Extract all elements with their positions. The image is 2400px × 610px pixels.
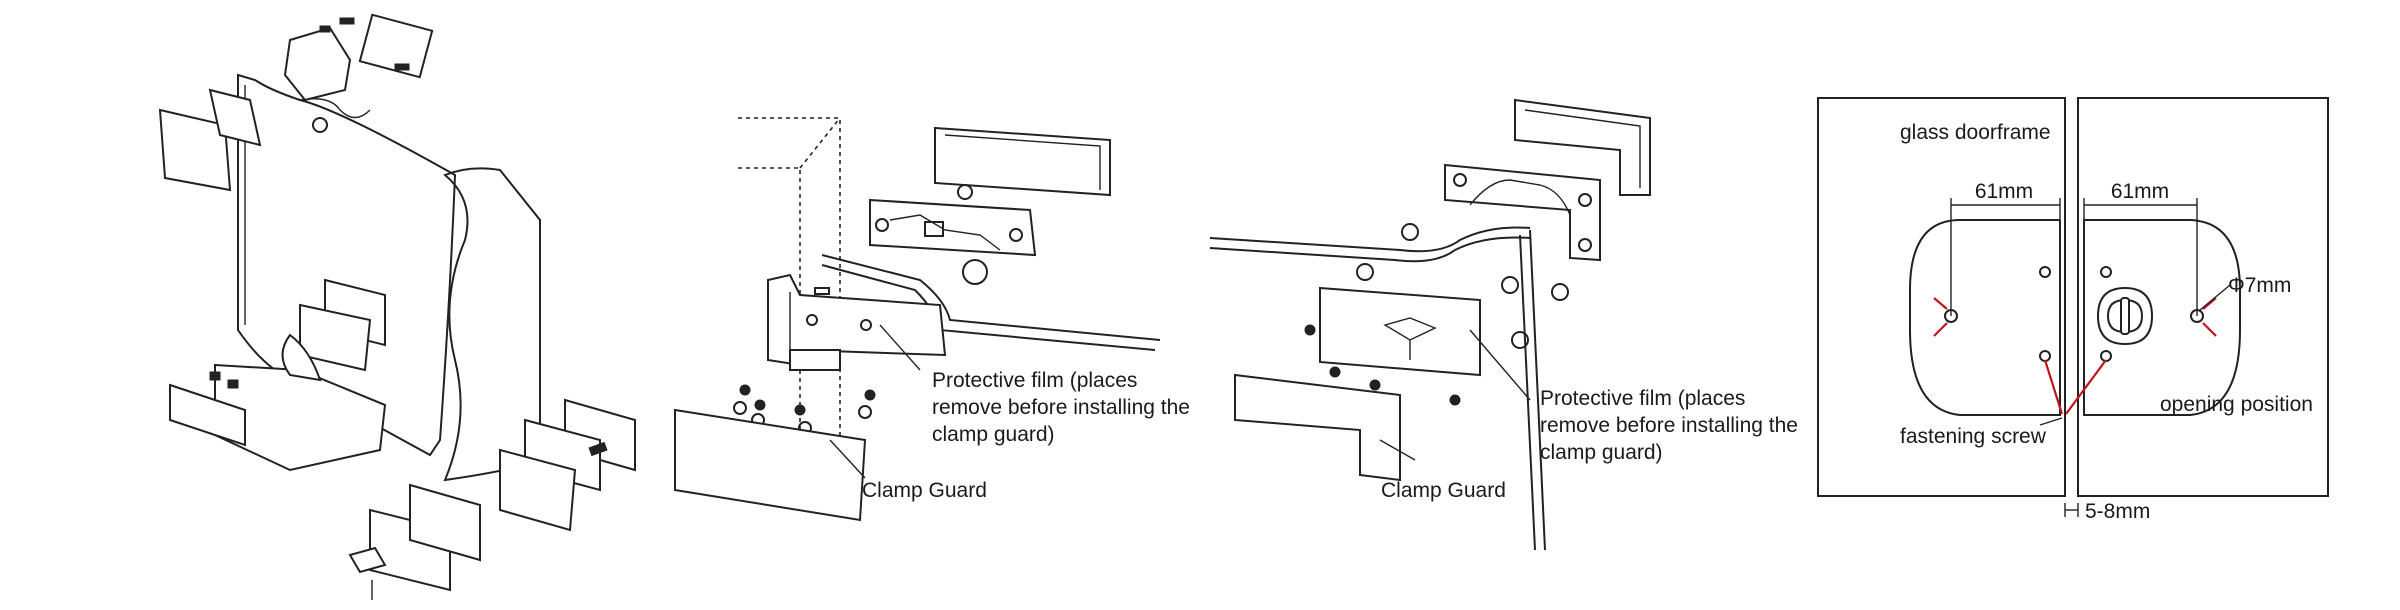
- top-clamp-body: [283, 26, 352, 102]
- panel-exploded-assembly: [158, 13, 636, 600]
- clamp-guard-bottom: [674, 408, 867, 522]
- pivot-bracket: [767, 273, 947, 367]
- clamp-guard-label: Clamp Guard: [862, 479, 987, 502]
- opening-position-label: opening position: [2160, 393, 2313, 416]
- glass-door-pane: [2077, 97, 2329, 497]
- dim-right-label: 61mm: [2111, 180, 2169, 203]
- panel-clamp-install-2: Protective film (places remove before in…: [1209, 98, 1798, 551]
- glass-doorframe-label: glass doorframe: [1900, 121, 2051, 144]
- dim-left-label: 61mm: [1975, 180, 2033, 203]
- fastening-screw-label: fastening screw: [1900, 425, 2047, 448]
- side-cover-left: [158, 108, 232, 192]
- pivot-plate-top: [208, 88, 262, 147]
- glass-doorframe-pane: [1817, 97, 2066, 497]
- clamp-guard-label-b: Clamp Guard: [1381, 479, 1506, 502]
- hole-diameter-label: Φ7mm: [2228, 274, 2291, 297]
- panel-clamp-install-1: Protective film (places remove before in…: [674, 117, 1190, 522]
- protective-film-label-3b: clamp guard): [1540, 441, 1663, 464]
- clamp-guard-top: [934, 126, 1111, 197]
- panel-dimension-drawing: glass doorframe 61mm 61mm Φ7mm fastening…: [1817, 97, 2329, 523]
- bottom-cover-left: [169, 383, 246, 447]
- protective-film-label-1: Protective film (places: [932, 369, 1137, 392]
- protective-film-label-1b: Protective film (places: [1540, 387, 1745, 410]
- protective-film-label-2: remove before installing the: [932, 396, 1190, 419]
- glass-panel-right: [443, 167, 541, 482]
- gap-label: 5-8mm: [2085, 500, 2150, 523]
- top-clamp-guard: [358, 13, 434, 79]
- clamp-guard-bottom-L: [1234, 373, 1401, 482]
- protective-film-label-2b: remove before installing the: [1540, 414, 1798, 437]
- clamp-guard-top-L: [1514, 98, 1651, 196]
- protective-film-label-3: clamp guard): [932, 423, 1055, 446]
- clamp-body-bottom: [1319, 286, 1481, 377]
- clamp-body: [869, 198, 1037, 257]
- clamp-body-top: [1444, 163, 1601, 262]
